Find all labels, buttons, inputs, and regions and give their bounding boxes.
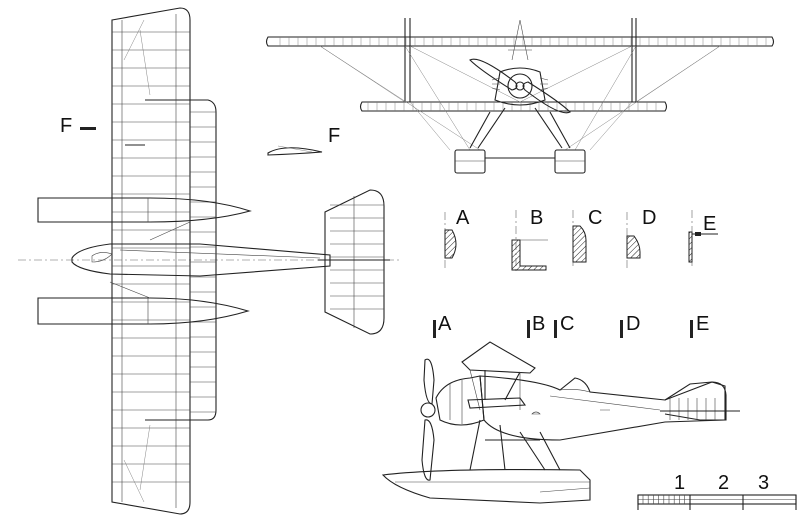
section-e: E (688, 210, 718, 268)
lower-wing-front (359, 101, 668, 112)
fuselage-plan (71, 243, 331, 277)
svg-text:D: D (626, 313, 640, 335)
cross-sections: A B C D E (444, 207, 718, 272)
fuselage-side (479, 375, 726, 441)
upper-wing-front (265, 36, 775, 47)
tail-fin-side (664, 381, 727, 421)
svg-text:A: A (456, 207, 470, 229)
section-d: D (626, 207, 656, 268)
svg-text:B: B (532, 313, 545, 335)
plan-view: F (18, 7, 400, 515)
scale-label-1: 1 (674, 472, 685, 494)
svg-text:C: C (560, 313, 574, 335)
float-left-front (454, 149, 486, 174)
section-label-f-profile: F (328, 125, 340, 147)
float-lower-plan (37, 297, 250, 325)
svg-text:A: A (438, 313, 452, 335)
float-side (381, 469, 591, 504)
section-markers: A B C D E (433, 313, 709, 338)
side-view: A B C D E (381, 313, 740, 504)
svg-text:E: E (696, 313, 709, 335)
svg-text:C: C (588, 207, 602, 229)
svg-text:E: E (703, 213, 716, 235)
scale-label-2: 2 (718, 472, 729, 494)
front-view (265, 18, 775, 174)
lower-wing-plan (145, 99, 217, 421)
section-label-f-plan: F (60, 115, 72, 137)
scale-bar: 1 2 3 (637, 472, 797, 510)
svg-text:B: B (530, 207, 543, 229)
propeller-front (469, 58, 571, 114)
float-right-front (554, 149, 586, 174)
tailplane-plan (324, 189, 385, 335)
upper-wing-plan (111, 7, 191, 515)
upper-wing-side (461, 341, 536, 374)
scale-label-3: 3 (758, 472, 769, 494)
propeller-side (421, 358, 435, 481)
section-c: C (572, 207, 602, 268)
float-upper-plan (37, 197, 252, 223)
wing-profile-f: F (267, 125, 340, 156)
section-b: B (511, 207, 548, 272)
section-a: A (444, 207, 470, 268)
svg-text:D: D (642, 207, 656, 229)
